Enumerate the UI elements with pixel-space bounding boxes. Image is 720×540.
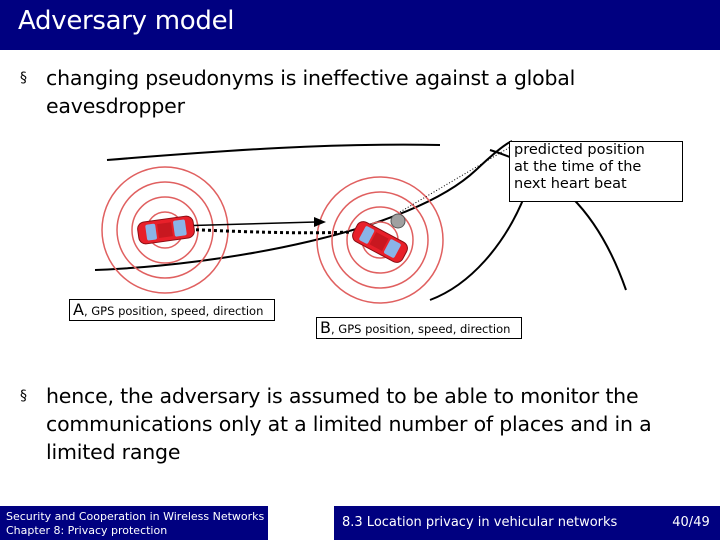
- slide-title: Adversary model: [18, 6, 235, 36]
- footer-course-info: Security and Cooperation in Wireless Net…: [0, 506, 268, 540]
- predicted-path-arrowhead-icon: [314, 217, 326, 227]
- predicted-path-line: [174, 221, 317, 227]
- footer: Security and Cooperation in Wireless Net…: [0, 506, 720, 540]
- bullet-text: hence, the adversary is assumed to be ab…: [20, 382, 700, 466]
- car-b-icon: [352, 221, 408, 263]
- car-b-description: , GPS position, speed, direction: [330, 322, 511, 336]
- callout-line: at the time of the: [514, 159, 642, 175]
- page-number: 40/49: [662, 506, 720, 540]
- car-b-label: B, GPS position, speed, direction: [316, 317, 522, 339]
- predicted-position-callout: predicted position at the time of the ne…: [509, 141, 683, 202]
- car-a-letter: A: [73, 300, 84, 319]
- footer-section-title: 8.3 Location privacy in vehicular networ…: [334, 506, 664, 540]
- bullet-marker-icon: §: [20, 70, 27, 86]
- callout-line: next heart beat: [514, 176, 627, 192]
- callout-pointer-line: [399, 145, 513, 213]
- bullet-marker-icon: §: [20, 388, 27, 404]
- bullet-text: changing pseudonyms is ineffective again…: [20, 64, 700, 120]
- bullet-item: § hence, the adversary is assumed to be …: [20, 382, 700, 466]
- road-edge-upper: [106, 143, 441, 161]
- road-edge-lower: [94, 140, 513, 271]
- bullet-item: § changing pseudonyms is ineffective aga…: [20, 64, 700, 120]
- callout-line: predicted position: [514, 142, 645, 158]
- car-b-letter: B: [320, 318, 331, 337]
- bullet-line: eavesdropper: [46, 94, 185, 118]
- bullet-line: changing pseudonyms is ineffective again…: [46, 66, 576, 90]
- bullet-line: hence, the adversary is assumed to be ab…: [46, 384, 639, 408]
- car-a-label: A, GPS position, speed, direction: [69, 299, 275, 321]
- bullet-line: limited range: [46, 440, 181, 464]
- footer-chapter: Chapter 8: Privacy protection: [6, 524, 168, 537]
- bullet-line: communications only at a limited number …: [46, 412, 652, 436]
- car-a-description: , GPS position, speed, direction: [83, 304, 264, 318]
- predicted-position-marker: [390, 213, 406, 229]
- footer-course-title: Security and Cooperation in Wireless Net…: [6, 510, 265, 523]
- title-bar: Adversary model: [0, 0, 720, 50]
- car-a-icon: [137, 215, 195, 245]
- road-edge-inner-right: [429, 194, 526, 301]
